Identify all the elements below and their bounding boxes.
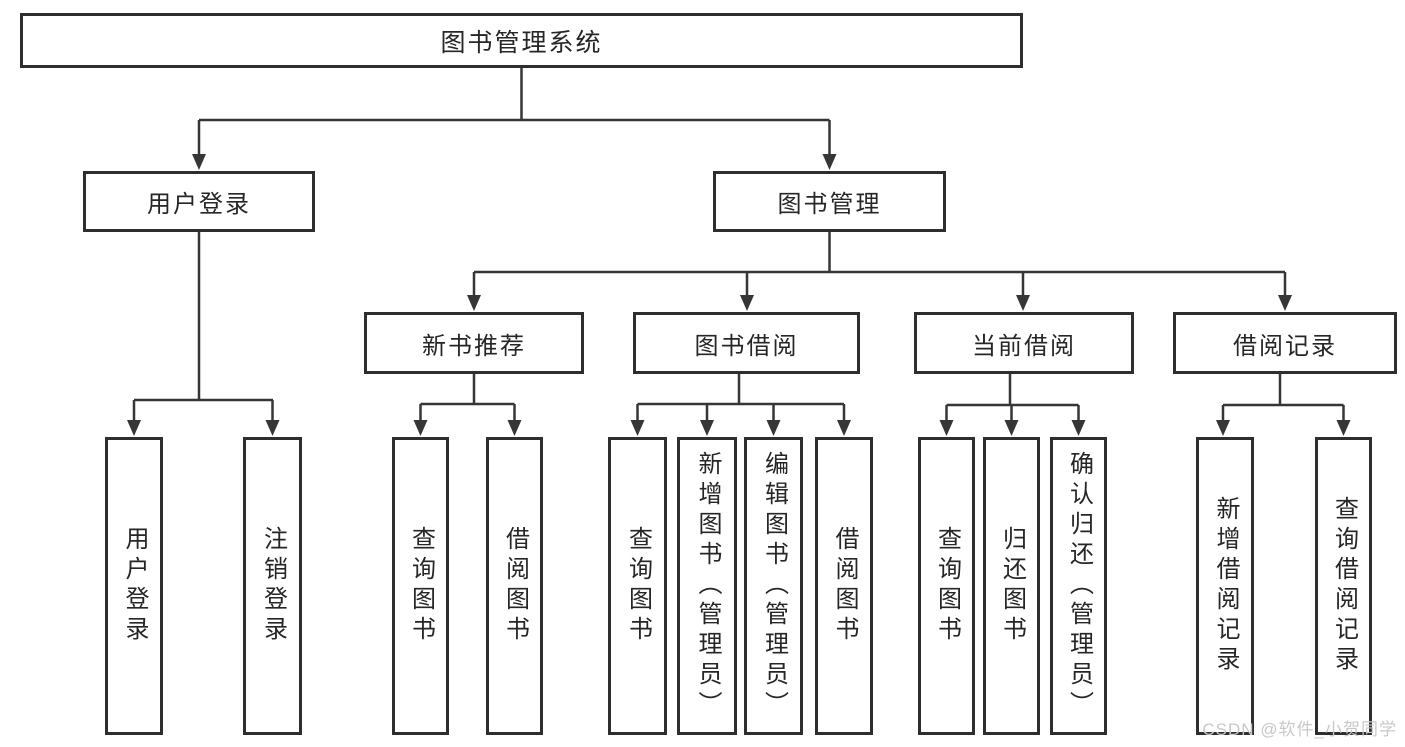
- arrow-down-icon: [766, 420, 781, 436]
- arrow-down-icon: [1278, 295, 1292, 311]
- leaf-bb-edit-book-admin: 编辑图书（管理员）: [744, 437, 803, 735]
- leaf-user-login: 用户登录: [105, 437, 163, 735]
- node-book-management: 图书管理: [713, 171, 946, 232]
- leaf-logout: 注销登录: [243, 437, 302, 735]
- arrow-down-icon: [507, 420, 522, 436]
- arrow-down-icon: [1016, 295, 1030, 311]
- node-borrowing-records: 借阅记录: [1173, 312, 1397, 374]
- leaf-cb-confirm-return-admin-label: 确认归还（管理员）: [1065, 451, 1093, 721]
- leaf-user-login-label: 用户登录: [121, 526, 148, 646]
- leaf-bb-add-book-admin-label: 新增图书（管理员）: [694, 451, 721, 721]
- node-book-borrowing-label: 图书借阅: [694, 332, 799, 360]
- arrow-down-icon: [1004, 420, 1019, 436]
- arrow-down-icon: [127, 420, 141, 436]
- arrow-down-icon: [939, 420, 954, 436]
- leaf-bb-borrow-books-label: 借阅图书: [831, 526, 858, 646]
- arrow-down-icon: [265, 420, 280, 436]
- leaf-nbr-query-books: 查询图书: [392, 437, 449, 735]
- arrow-down-icon: [837, 420, 851, 436]
- leaf-cb-query-books: 查询图书: [918, 437, 975, 735]
- node-new-book-recommend: 新书推荐: [364, 312, 584, 374]
- node-current-borrowing: 当前借阅: [914, 312, 1134, 374]
- arrow-down-icon: [740, 295, 754, 311]
- leaf-cb-return-books: 归还图书: [983, 437, 1040, 735]
- arrowheads: [127, 154, 1351, 436]
- connector-line: [132, 68, 1345, 426]
- leaf-nbr-borrow-books: 借阅图书: [486, 437, 543, 735]
- leaf-br-add-record: 新增借阅记录: [1196, 437, 1254, 735]
- leaf-bb-query-books-label: 查询图书: [624, 526, 652, 646]
- leaf-cb-confirm-return-admin: 确认归还（管理员）: [1050, 437, 1107, 735]
- leaf-bb-borrow-books: 借阅图书: [815, 437, 873, 735]
- leaf-bb-edit-book-admin-label: 编辑图书（管理员）: [760, 451, 788, 721]
- leaf-logout-label: 注销登录: [259, 526, 287, 646]
- leaf-nbr-query-books-label: 查询图书: [407, 526, 435, 646]
- leaf-nbr-borrow-books-label: 借阅图书: [501, 526, 529, 646]
- leaf-cb-return-books-label: 归还图书: [998, 526, 1026, 646]
- node-borrowing-records-label: 借阅记录: [1233, 332, 1337, 360]
- node-root-label: 图书管理系统: [440, 28, 603, 57]
- leaf-br-query-record: 查询借阅记录: [1315, 437, 1372, 735]
- node-book-management-label: 图书管理: [777, 191, 882, 218]
- arrow-down-icon: [1071, 420, 1086, 436]
- arrow-down-icon: [822, 154, 837, 170]
- node-user-login-label: 用户登录: [147, 191, 251, 218]
- arrow-down-icon: [413, 420, 428, 436]
- arrow-down-icon: [467, 295, 481, 311]
- arrow-down-icon: [192, 154, 206, 170]
- node-book-borrowing: 图书借阅: [633, 312, 860, 374]
- node-current-borrowing-label: 当前借阅: [972, 332, 1076, 360]
- arrow-down-icon: [1336, 420, 1351, 436]
- node-root: 图书管理系统: [20, 13, 1023, 68]
- arrow-down-icon: [700, 420, 714, 436]
- leaf-cb-query-books-label: 查询图书: [933, 526, 961, 646]
- leaf-bb-query-books: 查询图书: [608, 437, 667, 735]
- leaf-bb-add-book-admin: 新增图书（管理员）: [677, 437, 737, 735]
- leaf-br-add-record-label: 新增借阅记录: [1212, 496, 1239, 676]
- arrow-down-icon: [1216, 420, 1230, 436]
- node-user-login: 用户登录: [83, 171, 315, 232]
- leaf-br-query-record-label: 查询借阅记录: [1330, 496, 1358, 676]
- arrow-down-icon: [630, 420, 645, 436]
- node-new-book-recommend-label: 新书推荐: [422, 332, 526, 360]
- watermark: CSDN @软件_小贺同学: [1202, 720, 1397, 739]
